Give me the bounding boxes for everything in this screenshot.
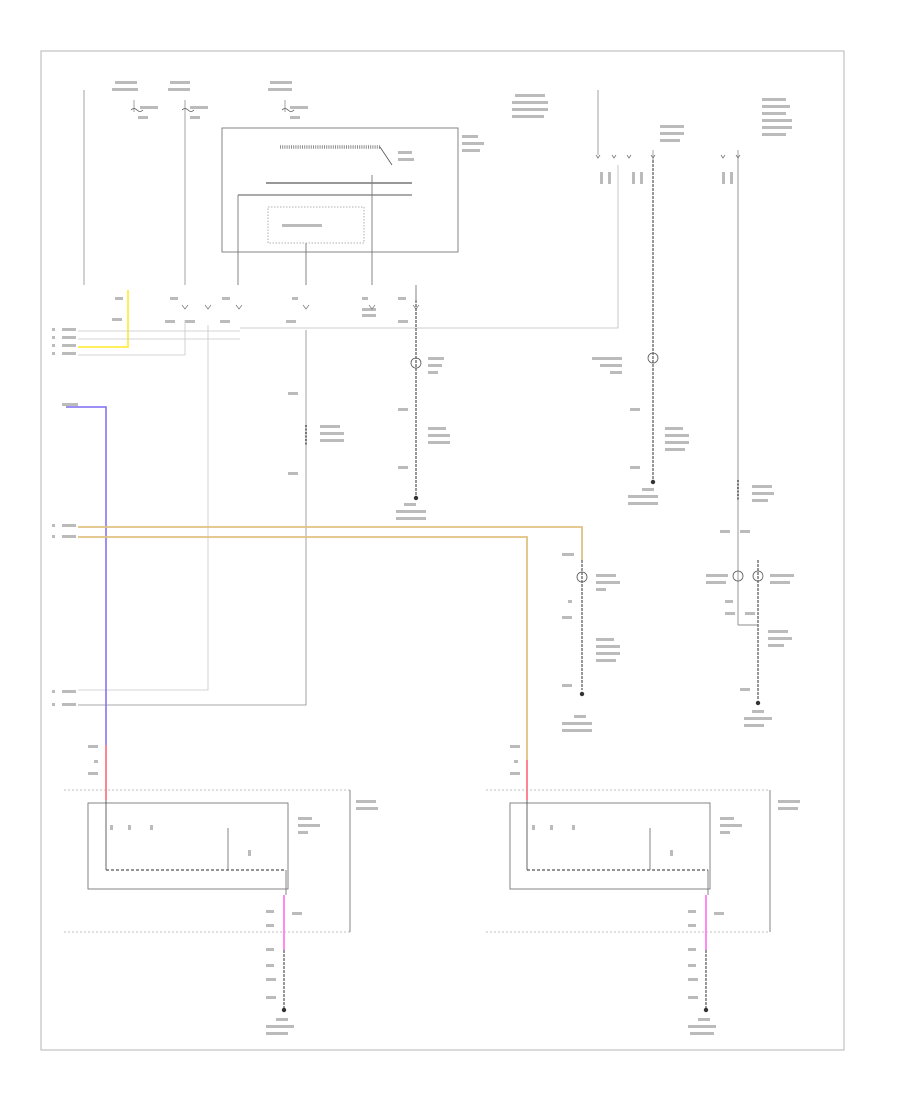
fuse-icon xyxy=(281,108,295,112)
lamp-bulb-icon xyxy=(647,352,659,364)
lamp-bulb-icon xyxy=(410,357,422,369)
connector-arrows-row xyxy=(181,304,420,310)
lamp-582-labels xyxy=(562,553,620,732)
diagram-frame xyxy=(40,50,845,1051)
fuse-icon xyxy=(130,108,144,112)
control-unit-labels xyxy=(462,135,484,152)
lamp-653-labels xyxy=(592,357,689,505)
lamp-738-labels xyxy=(706,485,794,727)
tan-wire-upper xyxy=(78,526,583,560)
fuse-symbols xyxy=(130,108,295,112)
lamp-306-labels xyxy=(288,392,344,475)
tan-wire-lower xyxy=(78,536,528,760)
left-bottom-module xyxy=(64,789,378,933)
relay-contact-line xyxy=(379,146,393,166)
right-bottom-module xyxy=(486,789,800,933)
left-ground-labels xyxy=(266,910,302,1035)
ground-icon xyxy=(703,1007,709,1013)
control-block-box xyxy=(267,206,365,244)
connector-markers-top-right xyxy=(595,154,741,159)
ground-icon xyxy=(755,700,761,706)
fuse-icon xyxy=(181,108,195,112)
ground-icon xyxy=(413,495,419,501)
relay-switch-label xyxy=(398,151,414,161)
wire-306-down xyxy=(78,330,307,706)
right-ground-labels xyxy=(688,910,724,1035)
lamp-416-labels xyxy=(396,357,450,520)
fuse-feed-group xyxy=(83,90,739,285)
blue-wire xyxy=(66,406,107,745)
fuse-labels xyxy=(112,81,792,142)
left-bus-wires xyxy=(78,320,240,691)
left-connector-labels xyxy=(52,328,76,355)
bus-wire-right xyxy=(240,165,619,329)
blue-wire-label xyxy=(62,403,78,406)
ground-icon xyxy=(579,691,585,697)
control-block-label xyxy=(282,224,322,227)
control-unit-box xyxy=(221,127,459,253)
tan-wire-labels xyxy=(52,524,76,538)
ground-icon xyxy=(650,479,656,485)
yellow-wire xyxy=(78,290,129,348)
pigtail-labels xyxy=(88,745,520,775)
connector-label-ticks xyxy=(600,172,733,184)
lamp-bulb-icon xyxy=(732,570,744,582)
connector-row-labels xyxy=(112,297,408,323)
ground-icon xyxy=(281,1007,287,1013)
lamp-bulb-icon xyxy=(576,571,588,583)
lamp-bulb-icon xyxy=(752,570,764,582)
bottom-left-connector-labels xyxy=(52,690,76,706)
